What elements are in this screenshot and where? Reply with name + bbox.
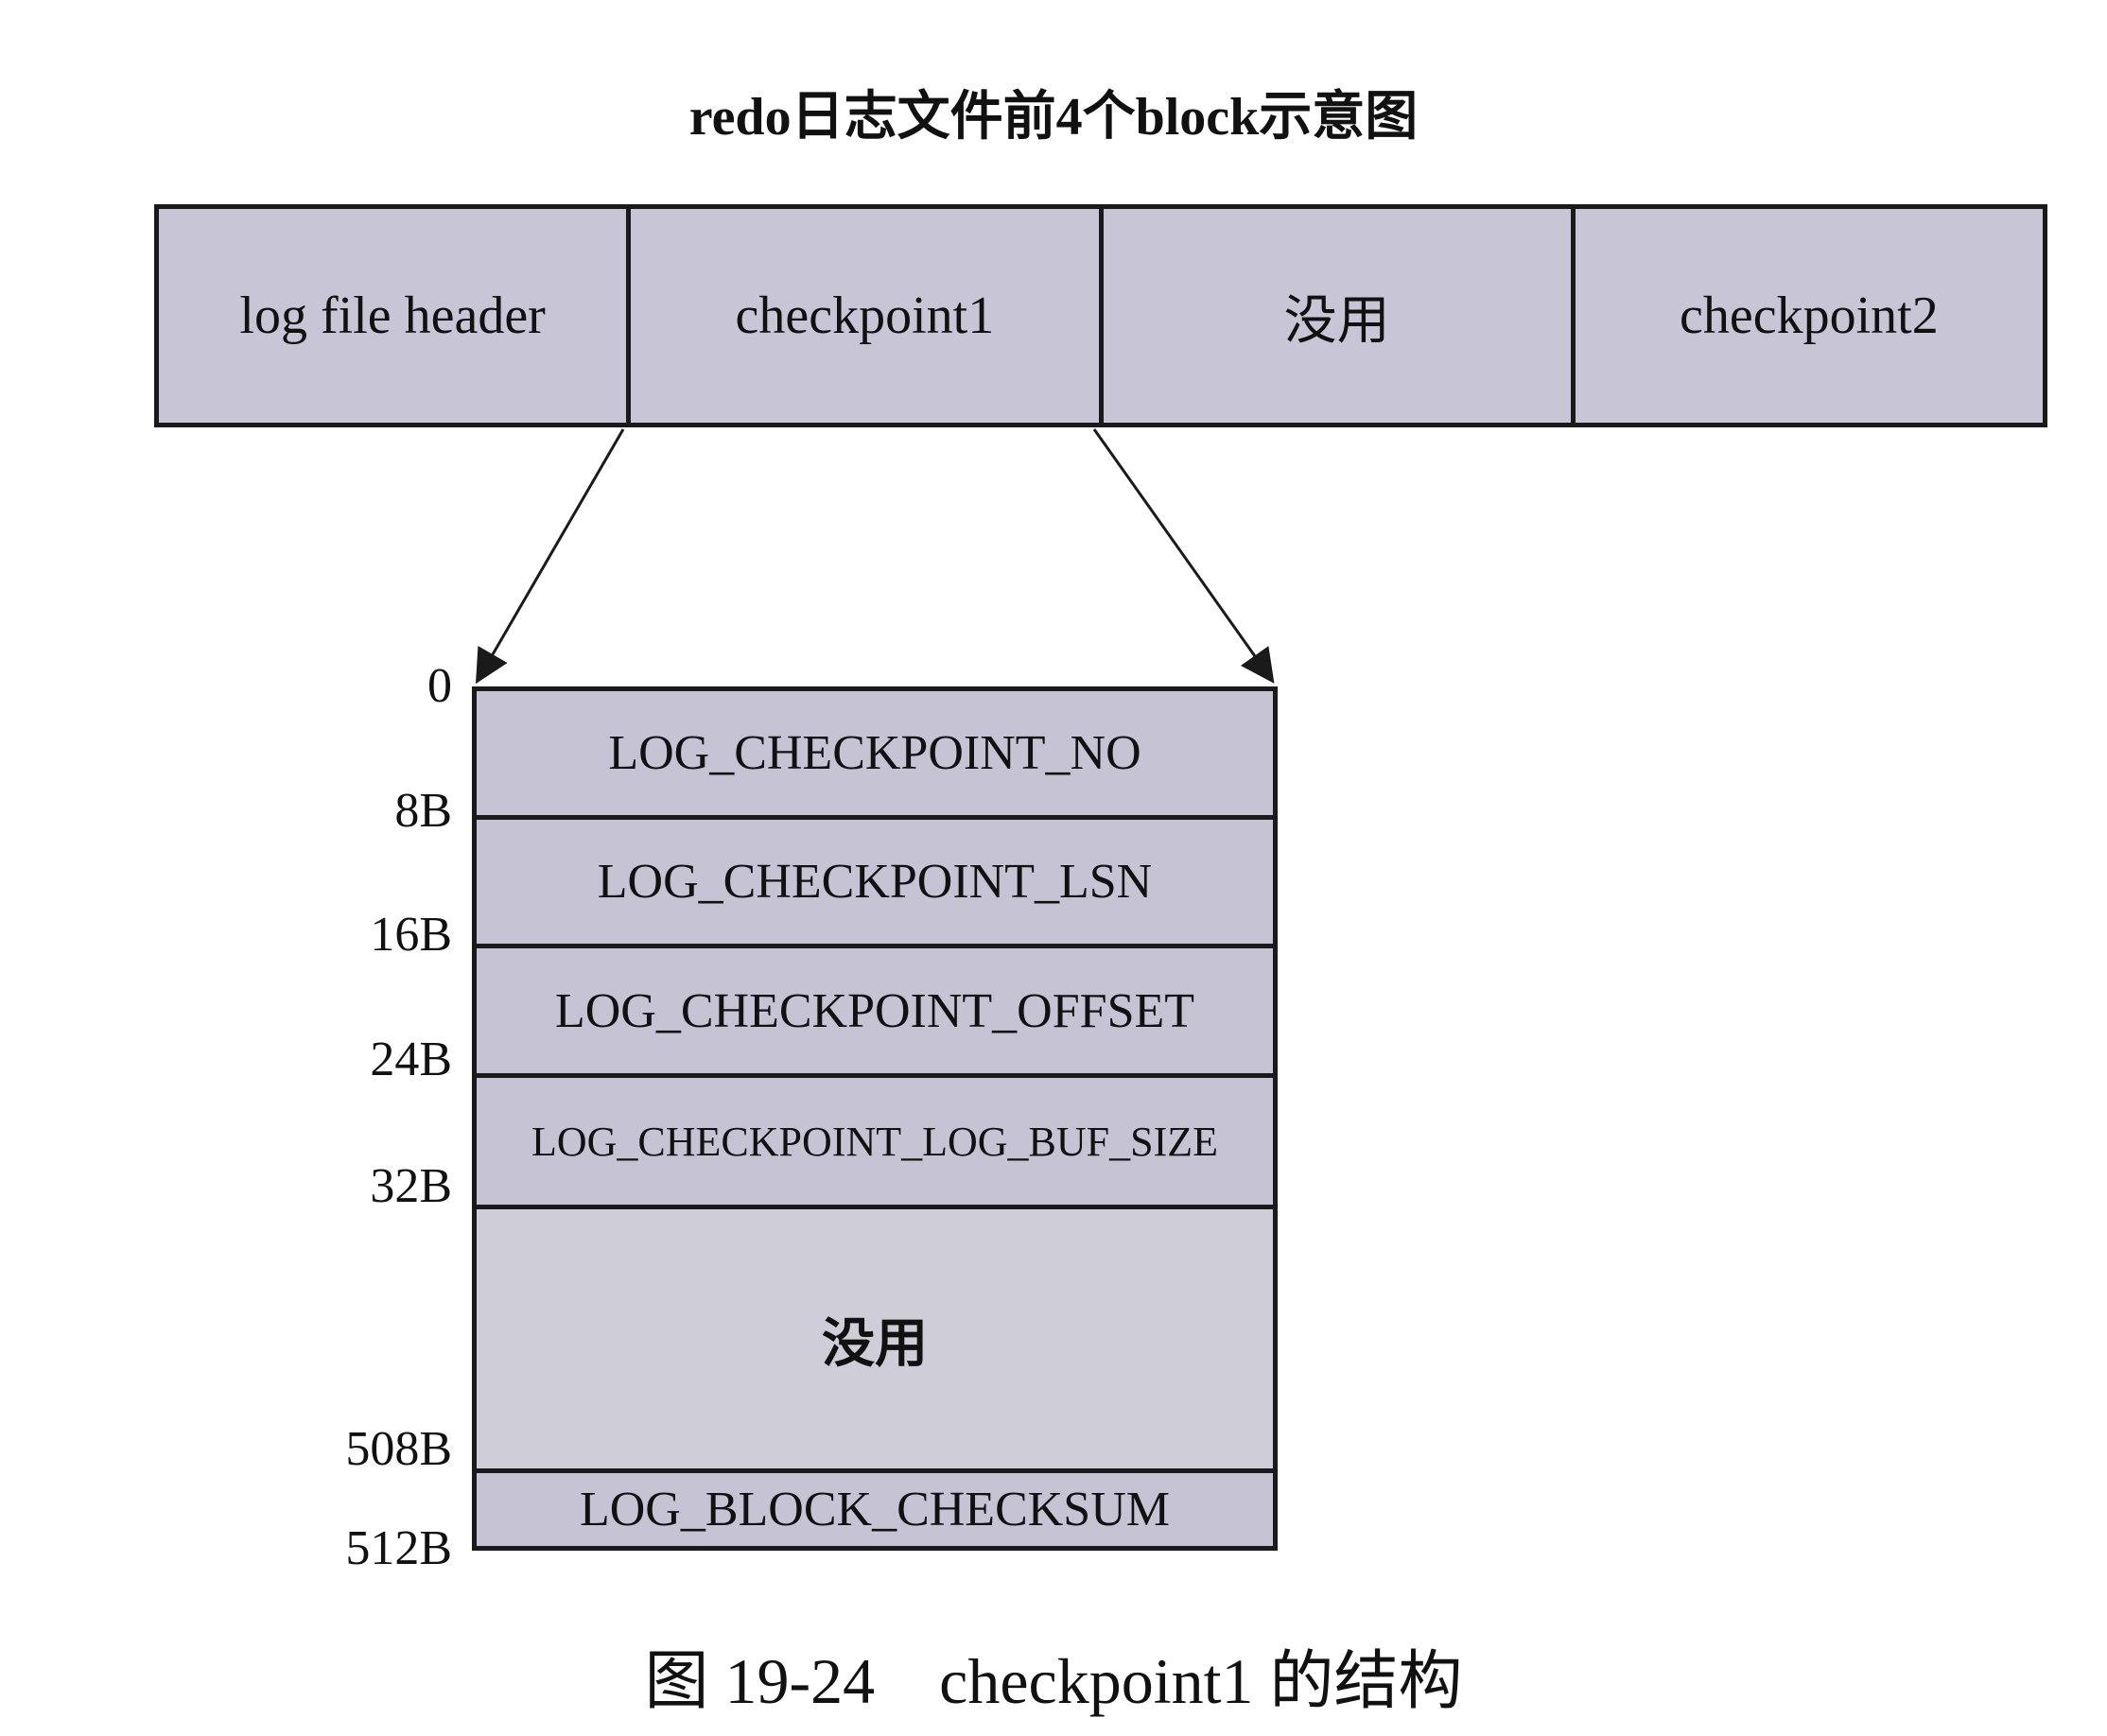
offset-label: 512B [345,1521,452,1575]
field-log-checkpoint-offset: LOG_CHECKPOINT_OFFSET [477,948,1273,1078]
offset-label: 24B [370,1033,452,1086]
block-checkpoint2: checkpoint2 [1680,286,1939,345]
diagram-title: redo日志文件前4个block示意图 [688,88,1419,147]
figure-caption: 图 19-24 checkpoint1 的结构 [644,1645,1463,1717]
block-checkpoint1: checkpoint1 [631,209,1104,423]
block-log-file-header: log file header [159,209,632,423]
checkpoint1-structure: LOG_CHECKPOINT_NO LOG_CHECKPOINT_LSN LOG… [472,686,1278,1551]
field-log-checkpoint-lsn: LOG_CHECKPOINT_LSN [477,820,1273,948]
arrow-right [1092,428,1275,684]
field-log-checkpoint-no: LOG_CHECKPOINT_NO [477,691,1273,820]
offset-label: 16B [370,908,452,962]
byte-offsets: 0 8B 16B 24B 32B 508B 512B [284,0,452,1736]
field-log-block-checksum: LOG_BLOCK_CHECKSUM [579,1483,1171,1536]
offset-label: 0 [427,659,452,713]
offset-label: 508B [345,1422,452,1476]
arrow-left [475,428,625,685]
block-unused: 没用 [1104,209,1576,423]
offset-label: 32B [370,1159,452,1213]
offset-label: 8B [394,784,452,838]
redo-log-file-blocks: log file header checkpoint1 没用 checkpoin… [154,204,2047,427]
field-log-checkpoint-log-buf-size: LOG_CHECKPOINT_LOG_BUF_SIZE [477,1078,1273,1209]
field-unused: 没用 [477,1209,1273,1473]
